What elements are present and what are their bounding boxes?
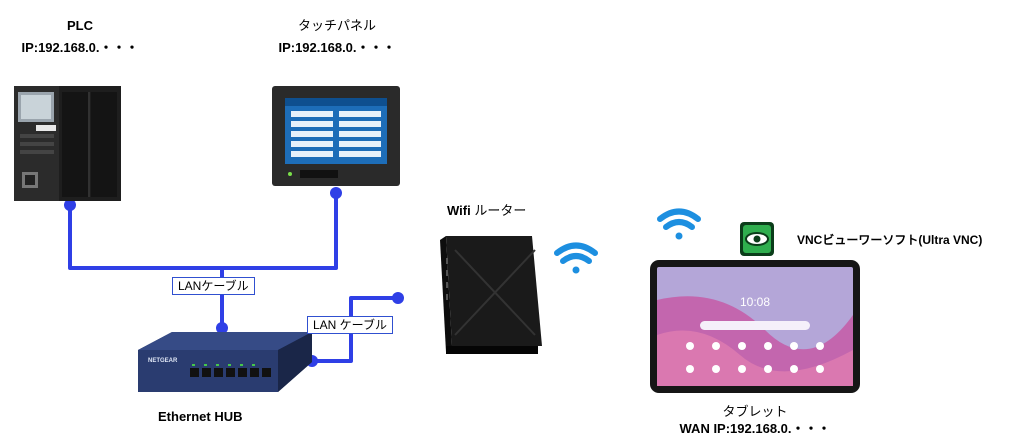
plc-device [14, 86, 121, 201]
touch-panel-ip: IP:192.168.0.・・・ [278, 40, 396, 55]
ethernet-hub-title: Ethernet HUB [158, 409, 243, 424]
router-title-rest: ルーター [470, 203, 527, 218]
wifi-icon [554, 242, 598, 274]
wifi-icon [657, 208, 701, 240]
router-title-wifi: Wifi [447, 203, 471, 218]
vnc-eye-icon [740, 222, 774, 256]
cable-end-dot [216, 322, 228, 334]
cable-plc [68, 203, 224, 270]
plc-title: PLC [67, 18, 93, 33]
lan-cable-label: LAN ケーブル [307, 316, 393, 334]
hub-brand: NETGEAR [148, 358, 178, 364]
cable-end-dot [392, 292, 404, 304]
wifi-router-device [440, 236, 542, 354]
lan-cable-label: LANケーブル [172, 277, 255, 295]
router-title: Wifi ルーター [447, 203, 526, 219]
vnc-label: VNCビューワーソフト(Ultra VNC) [797, 233, 983, 247]
tablet-ip: WAN IP:192.168.0.・・・ [679, 421, 831, 436]
cable-end-dot [330, 187, 342, 199]
plc-ip: IP:192.168.0.・・・ [21, 40, 139, 55]
ethernet-hub-device: NETGEAR [138, 332, 312, 392]
tablet-title: タブレット [722, 404, 788, 419]
touch-panel-title: タッチパネル [297, 18, 376, 33]
tablet-clock: 10:08 [740, 295, 770, 309]
tablet-device: 10:08 [650, 260, 860, 393]
touch-panel-device [272, 86, 400, 186]
cable-end-dot [64, 199, 76, 211]
cable-panel [220, 191, 338, 270]
